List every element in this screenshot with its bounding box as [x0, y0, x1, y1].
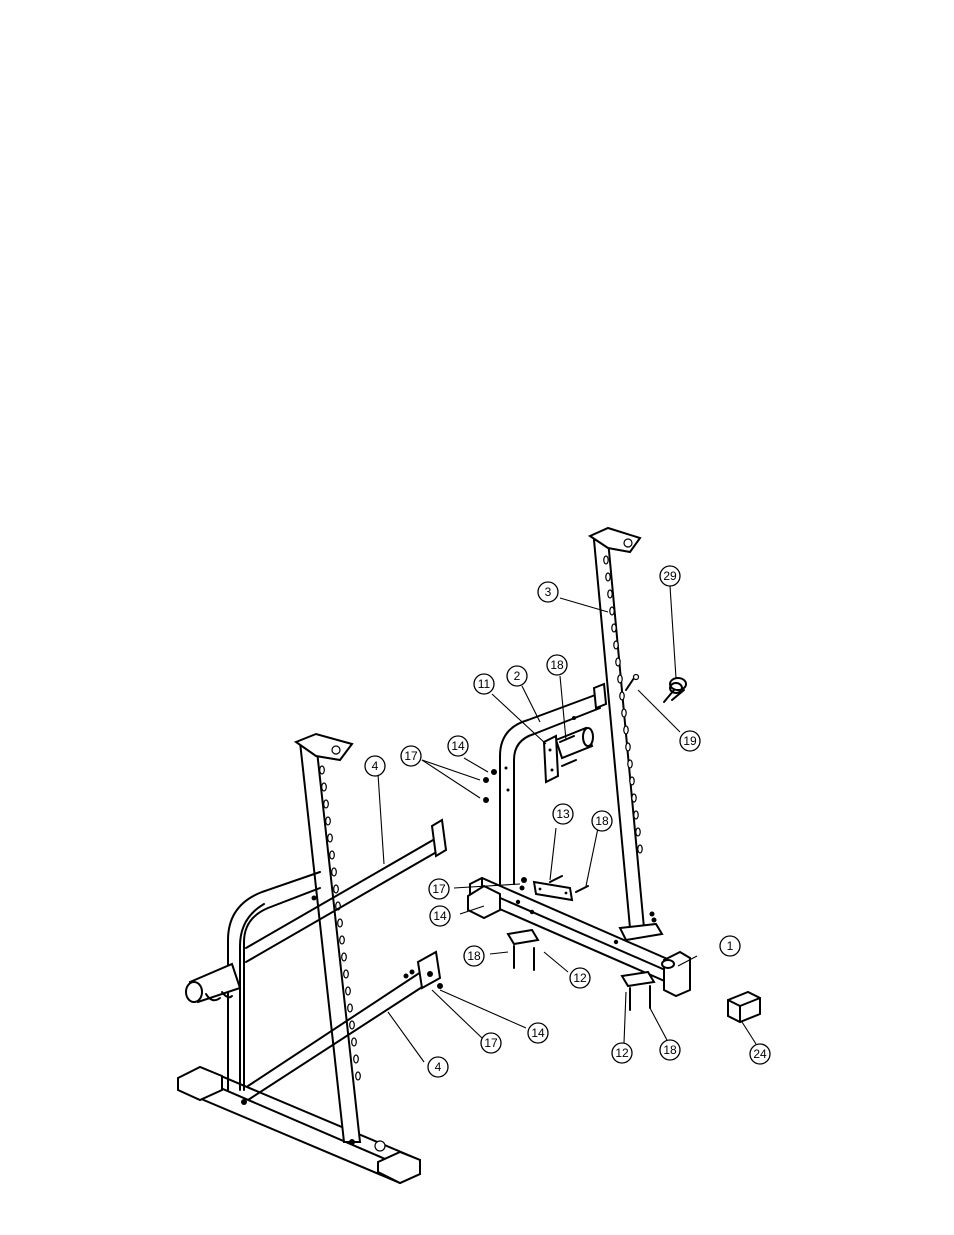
svg-text:12: 12 — [615, 1046, 629, 1060]
svg-text:14: 14 — [433, 909, 447, 923]
svg-text:17: 17 — [432, 882, 446, 896]
svg-text:12: 12 — [573, 971, 587, 985]
right-upright-3 — [594, 540, 644, 928]
svg-text:2: 2 — [514, 669, 521, 683]
callout-13: 13 — [553, 804, 573, 824]
callout-18-top: 18 — [547, 655, 567, 675]
svg-text:3: 3 — [545, 585, 552, 599]
svg-text:17: 17 — [404, 749, 418, 763]
callout-12-center: 12 — [570, 968, 590, 988]
callout-12-lower: 12 — [612, 1043, 632, 1063]
bent-tube-2-bracket — [594, 684, 606, 708]
callout-29: 29 — [660, 566, 680, 586]
callout-3: 3 — [538, 582, 558, 602]
callout-18-middle: 18 — [592, 811, 612, 831]
svg-text:13: 13 — [556, 807, 570, 821]
callout-2: 2 — [507, 666, 527, 686]
svg-text:4: 4 — [435, 1060, 442, 1074]
callout-24: 24 — [750, 1044, 770, 1064]
callout-14-top: 14 — [448, 736, 468, 756]
spring-clip-29 — [664, 678, 686, 702]
svg-text:1: 1 — [727, 939, 734, 953]
svg-text:17: 17 — [484, 1036, 498, 1050]
callout-4-lower: 4 — [428, 1057, 448, 1077]
callout-17-top: 17 — [401, 746, 421, 766]
svg-text:4: 4 — [372, 759, 379, 773]
bracket-11 — [544, 736, 558, 782]
callout-14-lower: 14 — [528, 1023, 548, 1043]
svg-text:18: 18 — [595, 814, 609, 828]
callout-18-left: 18 — [464, 946, 484, 966]
base-end-socket — [664, 952, 690, 996]
callout-17-middle: 17 — [429, 879, 449, 899]
plate-12-right — [622, 972, 654, 986]
left-lower-bracket — [418, 952, 440, 988]
svg-text:18: 18 — [467, 949, 481, 963]
left-top-bracket — [432, 820, 446, 856]
svg-text:18: 18 — [663, 1043, 677, 1057]
svg-text:24: 24 — [753, 1047, 767, 1061]
svg-text:19: 19 — [683, 734, 697, 748]
foot-cap-24 — [728, 992, 760, 1022]
callout-18-lower: 18 — [660, 1040, 680, 1060]
callout-4-upper: 4 — [365, 756, 385, 776]
right-upright-foot-plate — [620, 924, 662, 940]
plate-12-left — [508, 930, 538, 944]
left-upright — [300, 742, 360, 1142]
callout-11: 11 — [474, 674, 494, 694]
svg-text:29: 29 — [663, 569, 677, 583]
right-frame — [437, 528, 760, 1022]
left-frame — [178, 734, 446, 1183]
callout-17-lower: 17 — [481, 1033, 501, 1053]
callout-1: 1 — [720, 936, 740, 956]
svg-text:14: 14 — [531, 1026, 545, 1040]
svg-text:11: 11 — [478, 677, 491, 691]
plate-13 — [534, 882, 572, 900]
callout-19: 19 — [680, 731, 700, 751]
svg-text:18: 18 — [550, 658, 564, 672]
callout-14-middle: 14 — [430, 906, 450, 926]
pin-19 — [626, 678, 634, 690]
svg-text:14: 14 — [451, 739, 465, 753]
